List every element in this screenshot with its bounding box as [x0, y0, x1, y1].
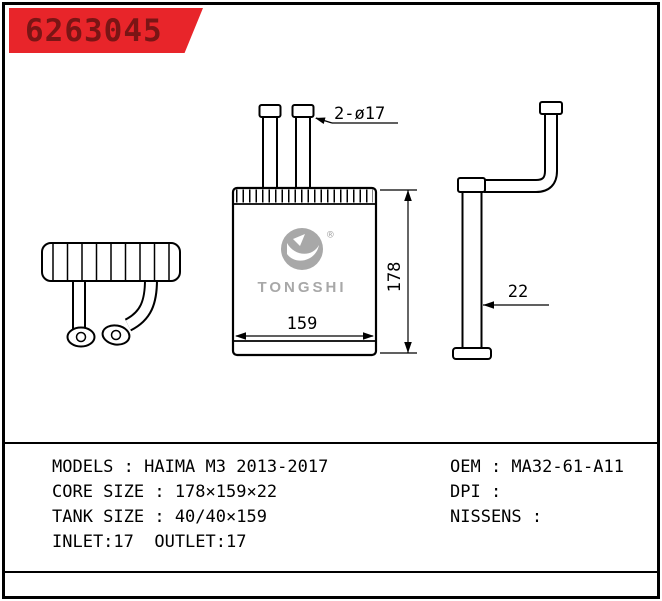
spec-tank-size: TANK SIZE : 40/40×159 [52, 507, 267, 527]
side-pipe-bent [484, 113, 558, 193]
dim-label-core-width: 159 [287, 314, 318, 334]
dim-label-pipe-diameter: 2-ø17 [334, 104, 385, 124]
side-bottom-bracket [452, 347, 492, 360]
spec-core-size: CORE SIZE : 178×159×22 [52, 482, 278, 502]
specs-left-column: MODELS : HAIMA M3 2013-2017 CORE SIZE : … [52, 455, 328, 555]
part-number: 6263045 [25, 12, 163, 49]
logo-registered-mark: ® [327, 228, 334, 241]
dimension-core-height: 178 [380, 189, 417, 354]
left-side-view [41, 242, 181, 348]
core-profile-bar [461, 191, 483, 349]
leader-arrowhead [315, 117, 326, 124]
logo-swoosh-icon [287, 243, 319, 261]
technical-drawing: ® TONGSHI 2-ø17 178 159 [41, 101, 563, 360]
spec-dpi: DPI : [450, 482, 512, 502]
outlet-pipe [295, 115, 311, 193]
arrowhead-depth [483, 301, 494, 309]
spec-models: MODELS : HAIMA M3 2013-2017 [52, 457, 329, 477]
inlet-pipe [262, 115, 278, 193]
spec-inlet-outlet: INLET:17 OUTLET:17 [52, 532, 247, 552]
dimension-core-depth: 22 [483, 282, 549, 309]
part-number-banner: 6263045 [9, 8, 203, 53]
divider-specs-top [5, 442, 657, 444]
logo-wordmark: TONGSHI [257, 279, 346, 296]
spec-oem: OEM : MA32-61-A11 [450, 457, 624, 477]
tongshi-logo: ® TONGSHI [257, 228, 346, 296]
side-pipe-cap [539, 101, 563, 115]
logo-spark-icon [293, 234, 305, 246]
inlet-pipe-cap [258, 104, 282, 118]
dim-label-core-depth: 22 [508, 282, 528, 302]
arrowhead-down [404, 342, 412, 353]
tank-ribs [66, 244, 156, 280]
spec-nissens: NISSENS : [450, 507, 553, 527]
dimension-core-width: 159 [235, 314, 374, 340]
dim-label-core-height: 178 [385, 262, 405, 293]
arrowhead-up [404, 190, 412, 201]
right-side-view: 22 [452, 101, 563, 360]
core-outline [231, 186, 378, 357]
logo-circle [281, 228, 323, 270]
specs-right-column: OEM : MA32-61-A11 DPI : NISSENS : [450, 455, 624, 530]
dimension-pipe-diameter: 2-ø17 [315, 104, 398, 124]
front-view: ® TONGSHI [231, 104, 378, 357]
arrowhead-left [235, 332, 246, 340]
arrowhead-right [363, 332, 374, 340]
outlet-pipe-cap [291, 104, 315, 118]
divider-specs-bottom [5, 571, 657, 573]
side-top-flange [457, 177, 486, 193]
